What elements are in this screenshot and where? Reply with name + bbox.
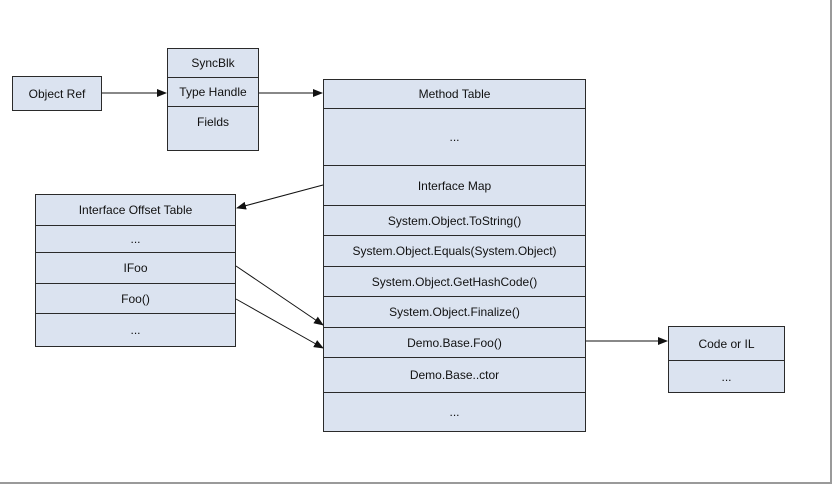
interface-offset-table-box: Interface Offset Table ... IFoo Foo() ..… bbox=[35, 194, 236, 347]
code-or-il-box: Code or IL ... bbox=[668, 326, 785, 393]
foo-cell: Foo() bbox=[36, 283, 235, 313]
method-table-box: Method Table ... Interface Map System.Ob… bbox=[323, 79, 586, 432]
interface-map-cell: Interface Map bbox=[324, 165, 585, 205]
interface-offset-ellipsis-top: ... bbox=[36, 225, 235, 252]
arrow-interfacemap-to-offsettable bbox=[236, 184, 324, 210]
finalize-cell: System.Object.Finalize() bbox=[324, 296, 585, 327]
type-handle-cell: Type Handle bbox=[168, 77, 258, 106]
demo-base-foo-cell: Demo.Base.Foo() bbox=[324, 327, 585, 357]
interface-offset-table-header: Interface Offset Table bbox=[78, 203, 193, 217]
equals-cell: System.Object.Equals(System.Object) bbox=[324, 235, 585, 266]
syncblk-cell: SyncBlk bbox=[191, 56, 235, 70]
method-table-ellipsis-bottom: ... bbox=[324, 392, 585, 431]
tostring-cell: System.Object.ToString() bbox=[324, 205, 585, 235]
object-ref-label: Object Ref bbox=[28, 86, 86, 101]
object-header-box: SyncBlk Type Handle Fields bbox=[167, 48, 259, 151]
demo-base-ctor-cell: Demo.Base..ctor bbox=[324, 357, 585, 392]
method-table-ellipsis-top: ... bbox=[324, 108, 585, 165]
object-ref-box: Object Ref bbox=[12, 76, 102, 111]
arrow-foo-to-demobasefoo bbox=[235, 298, 324, 349]
code-or-il-header: Code or IL bbox=[698, 336, 755, 351]
ifoo-cell: IFoo bbox=[36, 252, 235, 283]
interface-offset-ellipsis-bottom: ... bbox=[36, 313, 235, 346]
fields-cell: Fields bbox=[168, 106, 258, 136]
gethashcode-cell: System.Object.GetHashCode() bbox=[324, 266, 585, 296]
method-table-header: Method Table bbox=[418, 87, 491, 101]
arrow-ifoo-to-demobasefoo bbox=[235, 265, 324, 326]
code-or-il-ellipsis: ... bbox=[669, 360, 784, 392]
